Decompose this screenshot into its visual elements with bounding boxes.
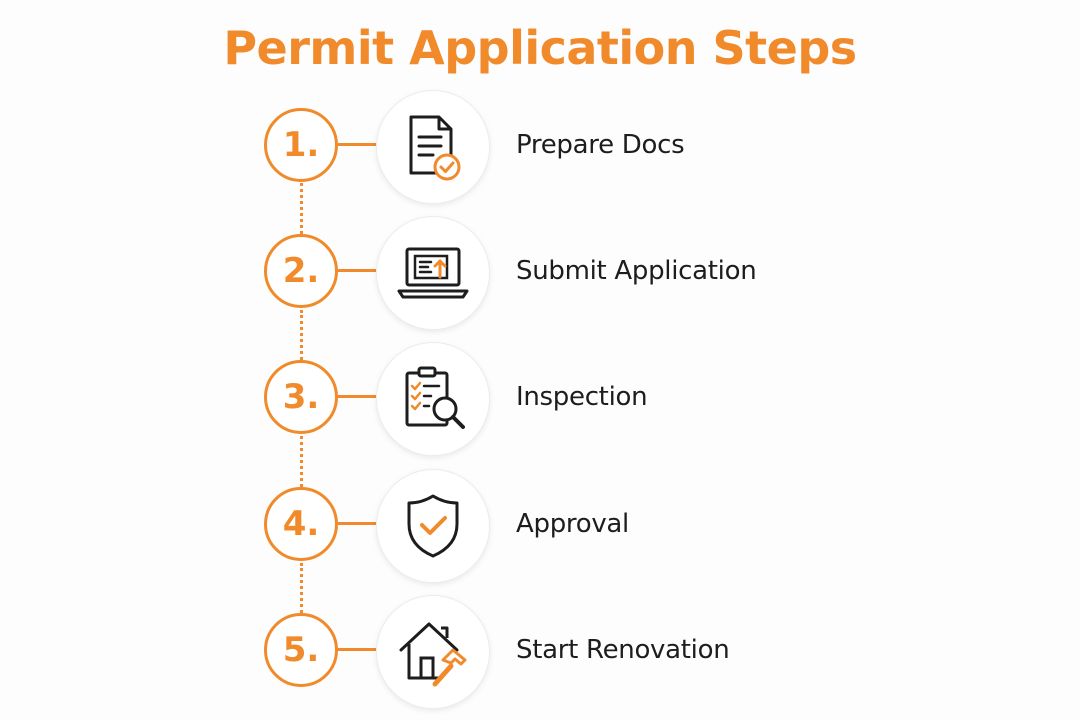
step-connector-line: [338, 143, 376, 146]
dotted-connector: [300, 436, 303, 487]
step-number: 3.: [264, 360, 338, 434]
step-connector-line: [338, 648, 376, 651]
dotted-connector: [300, 310, 303, 360]
step-2: 2. Submit Application: [0, 216, 1080, 332]
clipboard-search-icon: [405, 366, 465, 429]
step-icon-circle: [376, 216, 490, 330]
step-icon-circle: [376, 595, 490, 709]
step-number: 2.: [264, 234, 338, 308]
step-icon-circle: [376, 90, 490, 204]
step-5: 5. Start Renovation: [0, 595, 1080, 711]
step-number: 1.: [264, 108, 338, 182]
step-label: Inspection: [516, 382, 648, 412]
shield-check-icon: [407, 494, 459, 558]
document-check-icon: [409, 115, 461, 181]
step-connector-line: [338, 269, 376, 272]
step-number: 4.: [264, 487, 338, 561]
step-label: Submit Application: [516, 256, 757, 286]
step-number: 5.: [264, 613, 338, 687]
step-1: 1. Prepare Docs: [0, 90, 1080, 206]
step-connector-line: [338, 395, 376, 398]
dotted-connector: [300, 563, 303, 613]
step-connector-line: [338, 522, 376, 525]
step-label: Start Renovation: [516, 635, 730, 665]
step-label: Prepare Docs: [516, 130, 685, 160]
house-hammer-icon: [399, 622, 467, 687]
step-icon-circle: [376, 469, 490, 583]
step-label: Approval: [516, 509, 629, 539]
step-3: 3. Inspection: [0, 342, 1080, 458]
step-4: 4. Approval: [0, 469, 1080, 585]
dotted-connector: [300, 183, 303, 234]
page-title: Permit Application Steps: [223, 21, 857, 75]
step-icon-circle: [376, 342, 490, 456]
laptop-upload-icon: [397, 247, 469, 299]
